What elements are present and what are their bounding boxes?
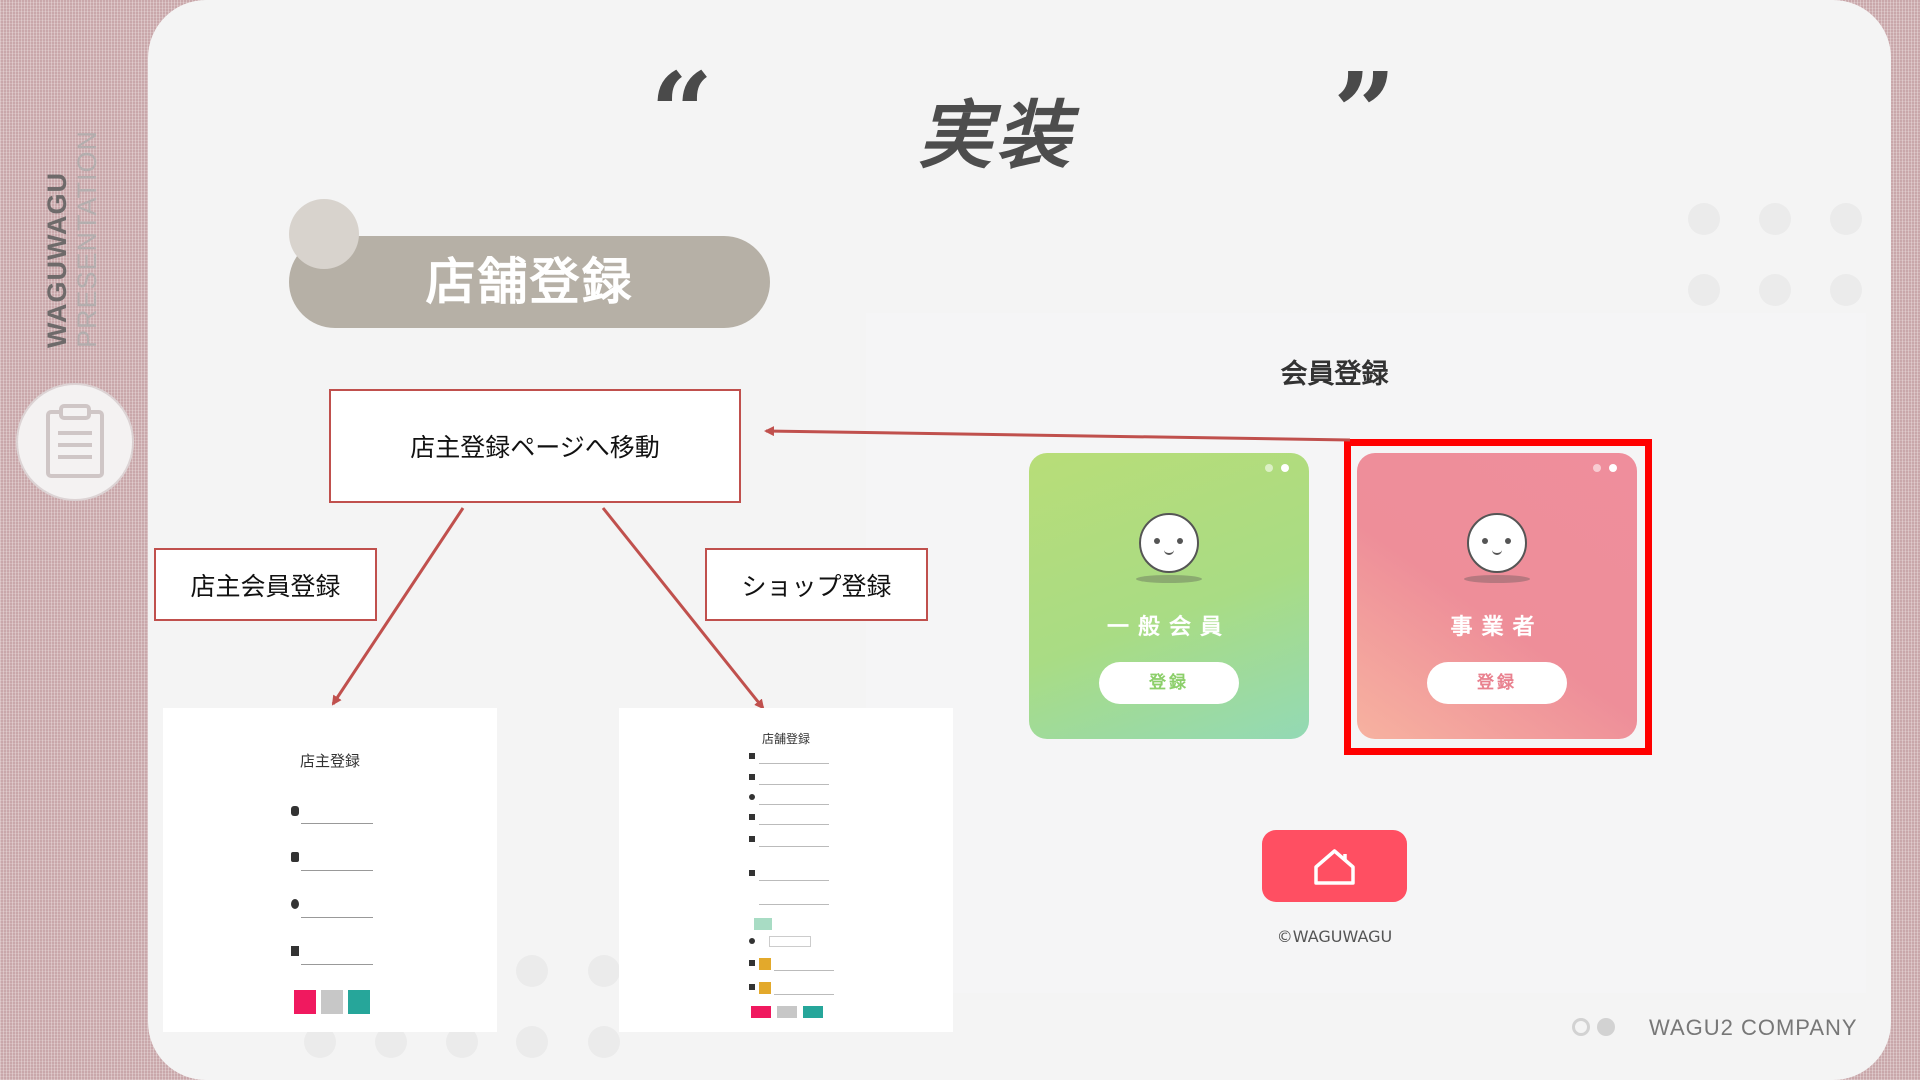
owner-form-screenshot: 店主登録 [163, 708, 497, 1032]
form-field-line [301, 823, 373, 824]
mini-button-teal [348, 990, 370, 1014]
decor-dot [588, 955, 620, 987]
card-dot [1281, 464, 1289, 472]
decor-dot [1830, 203, 1862, 235]
mini-button-teal [803, 1006, 823, 1018]
mini-upload-button [759, 958, 771, 970]
form-field-line [301, 964, 373, 965]
smiley-avatar-icon [1467, 513, 1527, 573]
form-field-line [759, 784, 829, 785]
card-dot [1609, 464, 1617, 472]
field-icon [749, 938, 755, 944]
mini-button-pink [751, 1006, 771, 1018]
mini-button-gray [777, 1006, 797, 1018]
avatar-shadow [1464, 575, 1530, 583]
mini-chip [754, 918, 772, 930]
form-field-line [774, 970, 834, 971]
section-pill-dot [289, 199, 359, 269]
arrow-to-shop-screenshot [601, 507, 765, 710]
avatar-shadow [1136, 575, 1202, 583]
flow-owner-box: 店主会員登録 [154, 548, 377, 621]
home-button[interactable] [1262, 830, 1407, 902]
form-field-line [759, 846, 829, 847]
field-icon [749, 794, 755, 800]
clipboard-badge [16, 383, 134, 501]
field-icon [749, 753, 755, 759]
flow-shop-box: ショップ登録 [705, 548, 928, 621]
card-dot [1593, 464, 1601, 472]
decor-dot [1759, 274, 1791, 306]
decor-dot [516, 1026, 548, 1058]
open-quote-mark: “ [650, 48, 714, 177]
field-icon [749, 960, 755, 966]
home-icon [1314, 849, 1355, 885]
signup-title: 会員登録 [1280, 359, 1389, 390]
field-icon [749, 774, 755, 780]
general-register-button[interactable]: 登録 [1099, 662, 1239, 704]
shop-form-title: 店舗登録 [761, 732, 810, 746]
form-field-line [301, 917, 373, 918]
general-member-card[interactable]: 一般会員 登録 [1029, 453, 1309, 739]
smiley-avatar-icon [1139, 513, 1199, 573]
mini-upload-button [759, 982, 771, 994]
section-pill [289, 236, 770, 328]
mini-button-pink [294, 990, 316, 1014]
field-icon [749, 870, 755, 876]
page-title: 実装 [918, 93, 1074, 179]
section-label: 店舗登録 [425, 253, 634, 311]
field-icon [749, 984, 755, 990]
flow-main-box: 店主登録ページへ移動 [329, 389, 741, 503]
form-field-line [759, 880, 829, 881]
decor-dot [1759, 203, 1791, 235]
clipboard-icon [46, 404, 104, 478]
form-field-line [759, 763, 829, 764]
general-member-label: 一般会員 [1106, 615, 1231, 640]
highlight-frame [1344, 439, 1652, 755]
arrow-to-main-box [764, 426, 1351, 442]
form-field-line [301, 870, 373, 871]
footer-dot-filled [1597, 1018, 1615, 1036]
field-icon [291, 852, 299, 862]
decor-dot [516, 955, 548, 987]
form-field-line [774, 994, 834, 995]
footer-dot-outline [1572, 1018, 1590, 1036]
field-icon [749, 814, 755, 820]
card-dot [1265, 464, 1273, 472]
field-icon [749, 836, 755, 842]
copyright-text: ©WAGUWAGU [1276, 927, 1393, 946]
form-field-line [759, 904, 829, 905]
company-name: WAGU2 COMPANY [1649, 1015, 1858, 1040]
shop-form-screenshot: 店舗登録 [619, 708, 953, 1032]
mini-button-gray [321, 990, 343, 1014]
form-field-line [759, 824, 829, 825]
owner-form-title: 店主登録 [299, 752, 360, 770]
decor-dot [1688, 203, 1720, 235]
field-icon [291, 946, 299, 956]
decor-dot [1830, 274, 1862, 306]
close-quote-mark: ” [1333, 48, 1397, 177]
mini-select [769, 936, 811, 947]
field-icon [291, 899, 299, 909]
business-label: 事業者 [1450, 615, 1544, 640]
decor-dot [588, 1026, 620, 1058]
field-icon [291, 806, 299, 816]
decor-dot [1688, 274, 1720, 306]
business-card[interactable]: 事業者 登録 [1357, 453, 1637, 739]
form-field-line [759, 804, 829, 805]
arrow-to-owner-screenshot [331, 507, 465, 706]
business-register-button[interactable]: 登録 [1427, 662, 1567, 704]
